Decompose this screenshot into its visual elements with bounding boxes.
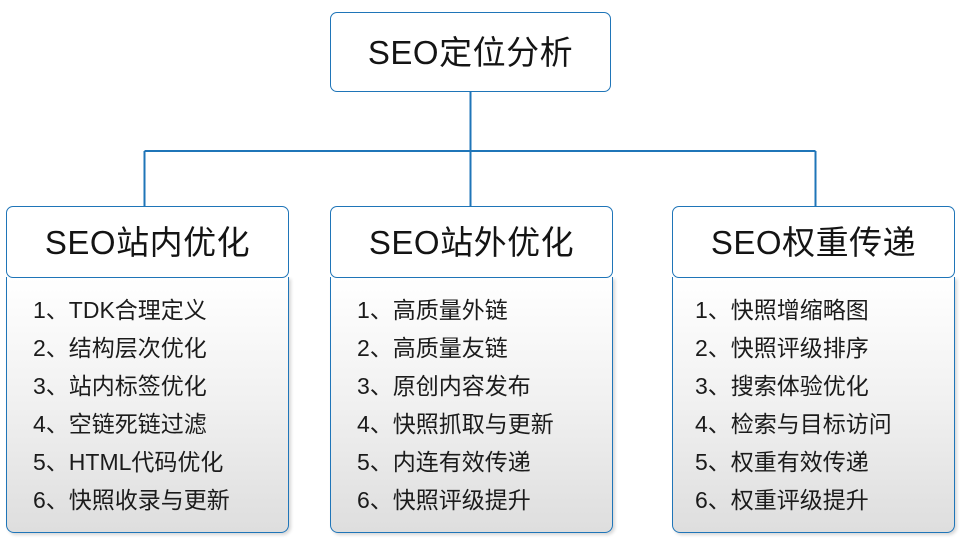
- list-item[interactable]: 4、 空链死链过滤: [7, 405, 288, 443]
- branch-header-label: SEO站外优化: [368, 223, 575, 261]
- list-item[interactable]: 3、 站内标签优化: [7, 367, 288, 405]
- list-item-label: 快照收录与更新: [68, 486, 230, 513]
- list-item-label: 快照评级提升: [392, 486, 531, 513]
- list-item-index: 6、: [357, 486, 393, 513]
- list-item-index: 1、: [695, 296, 731, 323]
- list-item-index: 1、: [33, 296, 69, 323]
- list-item-index: 4、: [357, 410, 393, 437]
- list-item-label: 检索与目标访问: [730, 410, 892, 437]
- list-item[interactable]: 3、 原创内容发布: [331, 367, 612, 405]
- list-item-label: 快照评级排序: [730, 334, 869, 361]
- list-item-label: 内连有效传递: [392, 448, 531, 475]
- list-item-label: 权重有效传递: [730, 448, 869, 475]
- branch-column-on-site: SEO站内优化 1、 TDK合理定义 2、 结构层次优化 3、 站内标签优化 4…: [6, 206, 289, 533]
- list-item-index: 4、: [695, 410, 731, 437]
- list-item[interactable]: 2、 结构层次优化: [7, 329, 288, 367]
- list-item-label: 权重评级提升: [730, 486, 869, 513]
- list-item-index: 4、: [33, 410, 69, 437]
- branch-header-off-site[interactable]: SEO站外优化: [330, 206, 613, 278]
- branch-header-on-site[interactable]: SEO站内优化: [6, 206, 289, 278]
- list-item-label: TDK合理定义: [68, 296, 207, 323]
- list-item-label: 高质量友链: [392, 334, 508, 361]
- branch-header-label: SEO权重传递: [710, 223, 917, 261]
- list-item[interactable]: 3、 搜索体验优化: [673, 367, 954, 405]
- list-item-index: 2、: [695, 334, 731, 361]
- list-item[interactable]: 2、 快照评级排序: [673, 329, 954, 367]
- list-item[interactable]: 1、 高质量外链: [331, 291, 612, 329]
- list-item-index: 2、: [33, 334, 69, 361]
- list-item-index: 3、: [33, 372, 69, 399]
- root-node[interactable]: SEO定位分析: [330, 12, 611, 92]
- list-item-index: 2、: [357, 334, 393, 361]
- list-item[interactable]: 6、 快照收录与更新: [7, 481, 288, 519]
- list-item-label: 原创内容发布: [392, 372, 531, 399]
- branch-column-weight-transfer: SEO权重传递 1、 快照增缩略图 2、 快照评级排序 3、 搜索体验优化 4、…: [672, 206, 955, 533]
- list-item[interactable]: 4、 检索与目标访问: [673, 405, 954, 443]
- list-item[interactable]: 5、 HTML代码优化: [7, 443, 288, 481]
- list-item-index: 3、: [695, 372, 731, 399]
- list-item-index: 5、: [357, 448, 393, 475]
- list-item-label: 空链死链过滤: [68, 410, 207, 437]
- branch-header-weight-transfer[interactable]: SEO权重传递: [672, 206, 955, 278]
- branch-header-label: SEO站内优化: [44, 223, 251, 261]
- list-item[interactable]: 5、 内连有效传递: [331, 443, 612, 481]
- list-item[interactable]: 1、 快照增缩略图: [673, 291, 954, 329]
- list-item-index: 1、: [357, 296, 393, 323]
- list-item[interactable]: 5、 权重有效传递: [673, 443, 954, 481]
- list-item[interactable]: 4、 快照抓取与更新: [331, 405, 612, 443]
- list-item-index: 6、: [33, 486, 69, 513]
- branch-list-on-site: 1、 TDK合理定义 2、 结构层次优化 3、 站内标签优化 4、 空链死链过滤…: [6, 276, 289, 533]
- list-item[interactable]: 1、 TDK合理定义: [7, 291, 288, 329]
- list-item-index: 3、: [357, 372, 393, 399]
- list-item-label: 快照抓取与更新: [392, 410, 554, 437]
- branch-list-off-site: 1、 高质量外链 2、 高质量友链 3、 原创内容发布 4、 快照抓取与更新 5…: [330, 276, 613, 533]
- list-item-label: 站内标签优化: [68, 372, 207, 399]
- branch-list-weight-transfer: 1、 快照增缩略图 2、 快照评级排序 3、 搜索体验优化 4、 检索与目标访问…: [672, 276, 955, 533]
- list-item-label: 高质量外链: [392, 296, 508, 323]
- list-item[interactable]: 2、 高质量友链: [331, 329, 612, 367]
- branch-column-off-site: SEO站外优化 1、 高质量外链 2、 高质量友链 3、 原创内容发布 4、 快…: [330, 206, 613, 533]
- list-item[interactable]: 6、 权重评级提升: [673, 481, 954, 519]
- root-node-label: SEO定位分析: [367, 33, 574, 71]
- list-item-label: 快照增缩略图: [730, 296, 869, 323]
- list-item-label: 结构层次优化: [68, 334, 207, 361]
- list-item-index: 5、: [33, 448, 69, 475]
- list-item-label: 搜索体验优化: [730, 372, 869, 399]
- list-item-index: 5、: [695, 448, 731, 475]
- list-item[interactable]: 6、 快照评级提升: [331, 481, 612, 519]
- list-item-index: 6、: [695, 486, 731, 513]
- list-item-label: HTML代码优化: [68, 448, 224, 475]
